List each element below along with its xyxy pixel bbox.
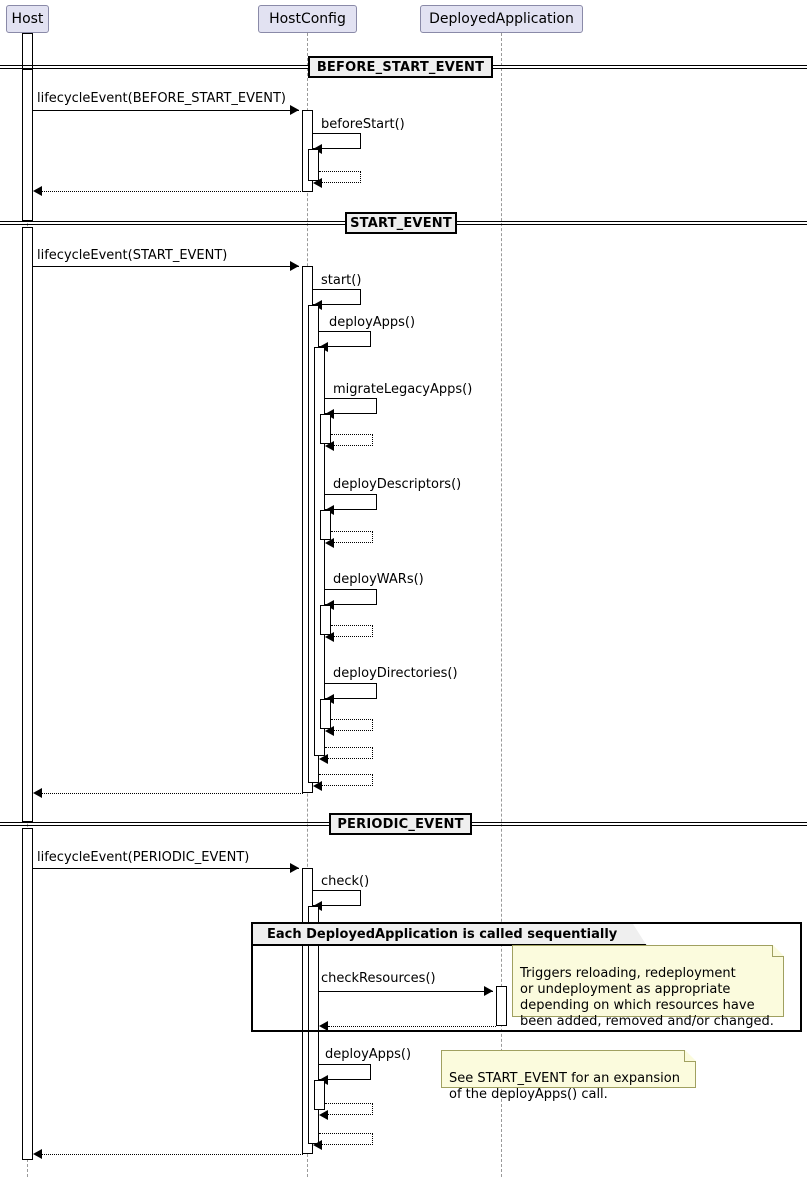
arrowhead-lifecycle-before-start xyxy=(290,105,299,115)
selfcall-bracket-before-start-return xyxy=(319,171,361,183)
arrowhead-deploy-apps-periodic-return xyxy=(319,1110,328,1120)
message-label-before-start: beforeStart() xyxy=(321,117,405,132)
arrowhead-lifecycle-periodic xyxy=(290,863,299,873)
arrowhead-before-start-return xyxy=(313,178,322,188)
selfcall-bracket-before-start xyxy=(313,133,361,149)
note-deploy-apps: See START_EVENT for an expansion of the … xyxy=(441,1049,696,1102)
activation-hostconfig-deploy-wars xyxy=(320,605,331,635)
activation-hostconfig-deploy-directories xyxy=(320,699,331,729)
participant-hostconfig[interactable]: HostConfig xyxy=(258,5,357,33)
message-label-deploy-apps-start: deployApps() xyxy=(329,315,416,330)
divider-before-start-event: BEFORE_START_EVENT xyxy=(308,56,493,78)
arrowhead-deploy-apps-start-return xyxy=(319,754,328,764)
participant-hostconfig-label: HostConfig xyxy=(269,11,346,27)
note-fold-icon-1 xyxy=(772,944,784,957)
group-label: Each DeployedApplication is called seque… xyxy=(267,926,618,942)
message-label-check: check() xyxy=(321,874,370,889)
message-arrow-return-start xyxy=(42,793,303,794)
note-check-resources-text: Triggers reloading, redeployment or unde… xyxy=(520,966,774,1029)
message-arrow-check-resources-return xyxy=(328,1026,496,1027)
divider-periodic-event-label: PERIODIC_EVENT xyxy=(337,816,464,832)
message-label-check-resources: checkResources() xyxy=(321,971,436,986)
selfcall-bracket-deploy-wars xyxy=(325,589,377,605)
message-label-start: start() xyxy=(321,273,362,288)
divider-before-start-event-label: BEFORE_START_EVENT xyxy=(316,59,485,75)
arrowhead-check-return xyxy=(313,1140,322,1150)
participant-deployedapplication-label: DeployedApplication xyxy=(429,11,574,27)
message-label-lifecycle-before-start: lifecycleEvent(BEFORE_START_EVENT) xyxy=(37,91,286,106)
message-arrow-lifecycle-before-start xyxy=(33,110,299,111)
participant-host-label: Host xyxy=(11,11,44,27)
divider-start-event-label: START_EVENT xyxy=(350,215,452,231)
activation-hostconfig-periodic-l2 xyxy=(314,1080,325,1110)
selfcall-bracket-check-return xyxy=(319,1133,373,1145)
selfcall-bracket-deploy-directories xyxy=(325,683,377,699)
lifeline-deployedapplication xyxy=(501,33,502,1177)
selfcall-bracket-deploy-descriptors-return xyxy=(331,531,373,543)
selfcall-bracket-deploy-apps-start-return xyxy=(325,747,373,759)
arrowhead-check-resources-return xyxy=(319,1021,328,1031)
message-arrow-lifecycle-periodic xyxy=(33,868,299,869)
participant-deployedapplication[interactable]: DeployedApplication xyxy=(420,5,583,33)
arrowhead-migrate-legacy-apps-return xyxy=(325,441,334,451)
activation-hostconfig-start-l2 xyxy=(314,347,325,756)
message-label-deploy-wars: deployWARs() xyxy=(333,572,424,587)
divider-start-event: START_EVENT xyxy=(345,212,457,234)
divider-periodic-event: PERIODIC_EVENT xyxy=(329,813,472,835)
selfcall-bracket-start-return xyxy=(319,774,373,786)
message-label-migrate-legacy-apps: migrateLegacyApps() xyxy=(333,382,473,397)
message-label-deploy-apps-periodic: deployApps() xyxy=(325,1047,412,1062)
arrowhead-lifecycle-start xyxy=(290,261,299,271)
selfcall-bracket-migrate-legacy-apps-return xyxy=(331,434,373,446)
activation-hostconfig-before-start-l1 xyxy=(308,149,319,181)
activation-host-start xyxy=(22,227,33,822)
selfcall-bracket-check xyxy=(313,890,361,906)
message-arrow-return-before-start xyxy=(42,191,303,192)
arrowhead-deploy-descriptors-return xyxy=(325,538,334,548)
arrowhead-return-periodic xyxy=(33,1149,42,1159)
activation-host-before-start xyxy=(22,69,33,221)
selfcall-bracket-deploy-apps-periodic-return xyxy=(325,1103,373,1115)
note-deploy-apps-text: See START_EVENT for an expansion of the … xyxy=(449,1071,680,1102)
message-label-deploy-descriptors: deployDescriptors() xyxy=(333,477,462,492)
activation-hostconfig-migrate-legacy-apps xyxy=(320,414,331,444)
message-arrow-lifecycle-start xyxy=(33,266,299,267)
activation-host-stub xyxy=(22,33,33,69)
selfcall-bracket-deploy-apps-periodic xyxy=(319,1064,371,1080)
selfcall-bracket-deploy-directories-return xyxy=(331,719,373,731)
activation-hostconfig-deploy-descriptors xyxy=(320,510,331,540)
group-tab-each-deployed-application: Each DeployedApplication is called seque… xyxy=(253,924,647,946)
arrowhead-check-resources xyxy=(484,986,493,996)
group-frame-each-deployed-application xyxy=(251,922,802,1032)
selfcall-bracket-deploy-descriptors xyxy=(325,494,377,510)
participant-host[interactable]: Host xyxy=(6,5,49,33)
arrowhead-return-before-start xyxy=(33,186,42,196)
message-label-deploy-directories: deployDirectories() xyxy=(333,666,458,681)
note-check-resources: Triggers reloading, redeployment or unde… xyxy=(512,944,784,1029)
selfcall-bracket-migrate-legacy-apps xyxy=(325,398,377,414)
arrowhead-deploy-wars-return xyxy=(325,632,334,642)
arrowhead-return-start xyxy=(33,788,42,798)
selfcall-bracket-start xyxy=(313,289,361,305)
message-label-lifecycle-periodic: lifecycleEvent(PERIODIC_EVENT) xyxy=(37,850,250,865)
message-label-lifecycle-start: lifecycleEvent(START_EVENT) xyxy=(37,248,228,263)
activation-host-periodic xyxy=(22,828,33,1160)
note-fold-icon-2 xyxy=(684,1049,696,1062)
arrowhead-start-return xyxy=(313,781,322,791)
selfcall-bracket-deploy-apps-start xyxy=(319,331,371,347)
message-arrow-check-resources xyxy=(319,991,493,992)
selfcall-bracket-deploy-wars-return xyxy=(331,625,373,637)
activation-deployedapplication-check-resources xyxy=(496,986,507,1026)
message-arrow-return-periodic xyxy=(42,1154,303,1155)
arrowhead-deploy-directories-return xyxy=(325,726,334,736)
